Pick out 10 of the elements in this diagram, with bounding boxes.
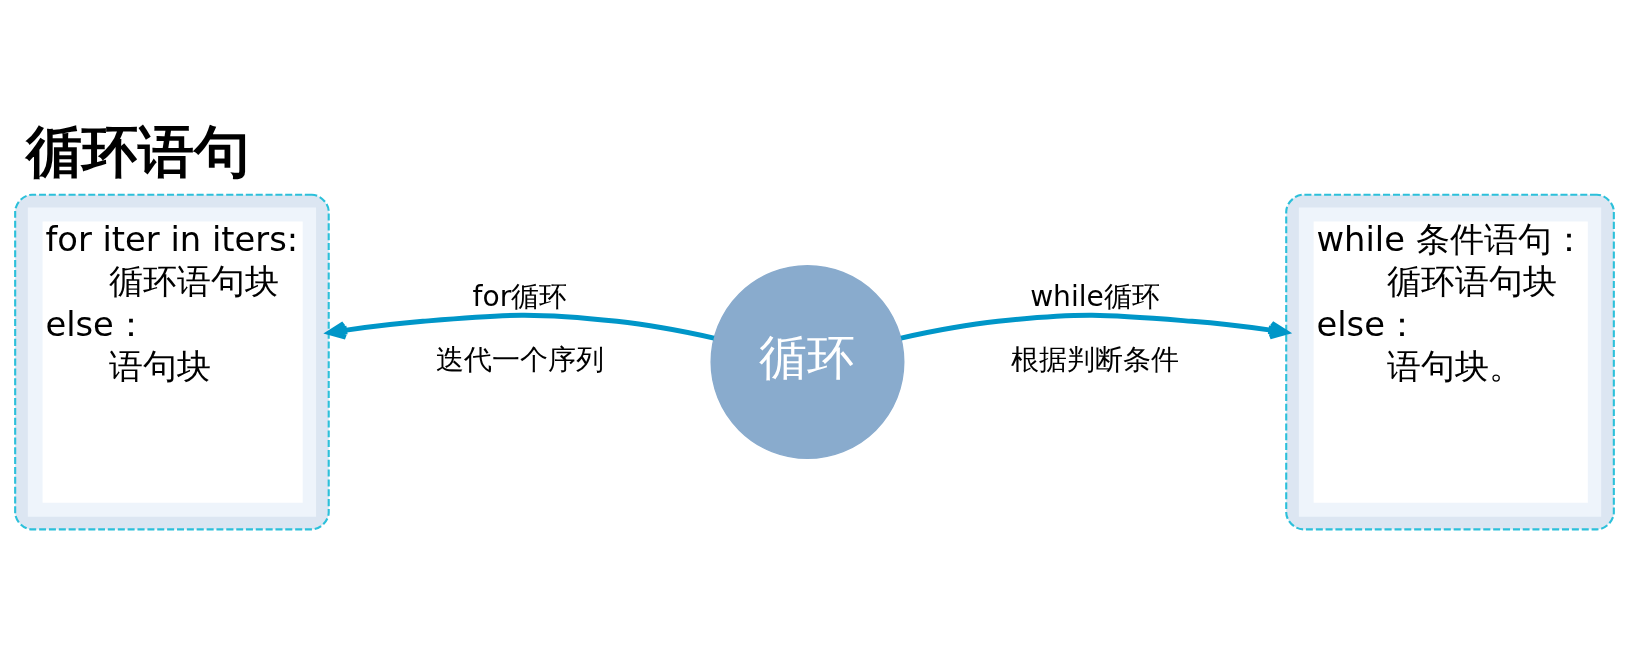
arrow [900,312,1289,340]
node-circle: 循环 [710,264,905,459]
node-box: while 条件语句： 循环语句块 else： 语句块。 [1285,193,1615,530]
node-box: for iter in iters: 循环语句块 else： 语句块 [14,193,330,530]
arrow [326,312,715,340]
edge-label: while循环 [1030,279,1160,313]
diagram-title: 循环语句 [26,118,251,184]
label: 迭代一个序列 [435,342,604,376]
edge-label: for循环 [472,279,568,313]
label: 根据判断条件 [1011,342,1180,376]
